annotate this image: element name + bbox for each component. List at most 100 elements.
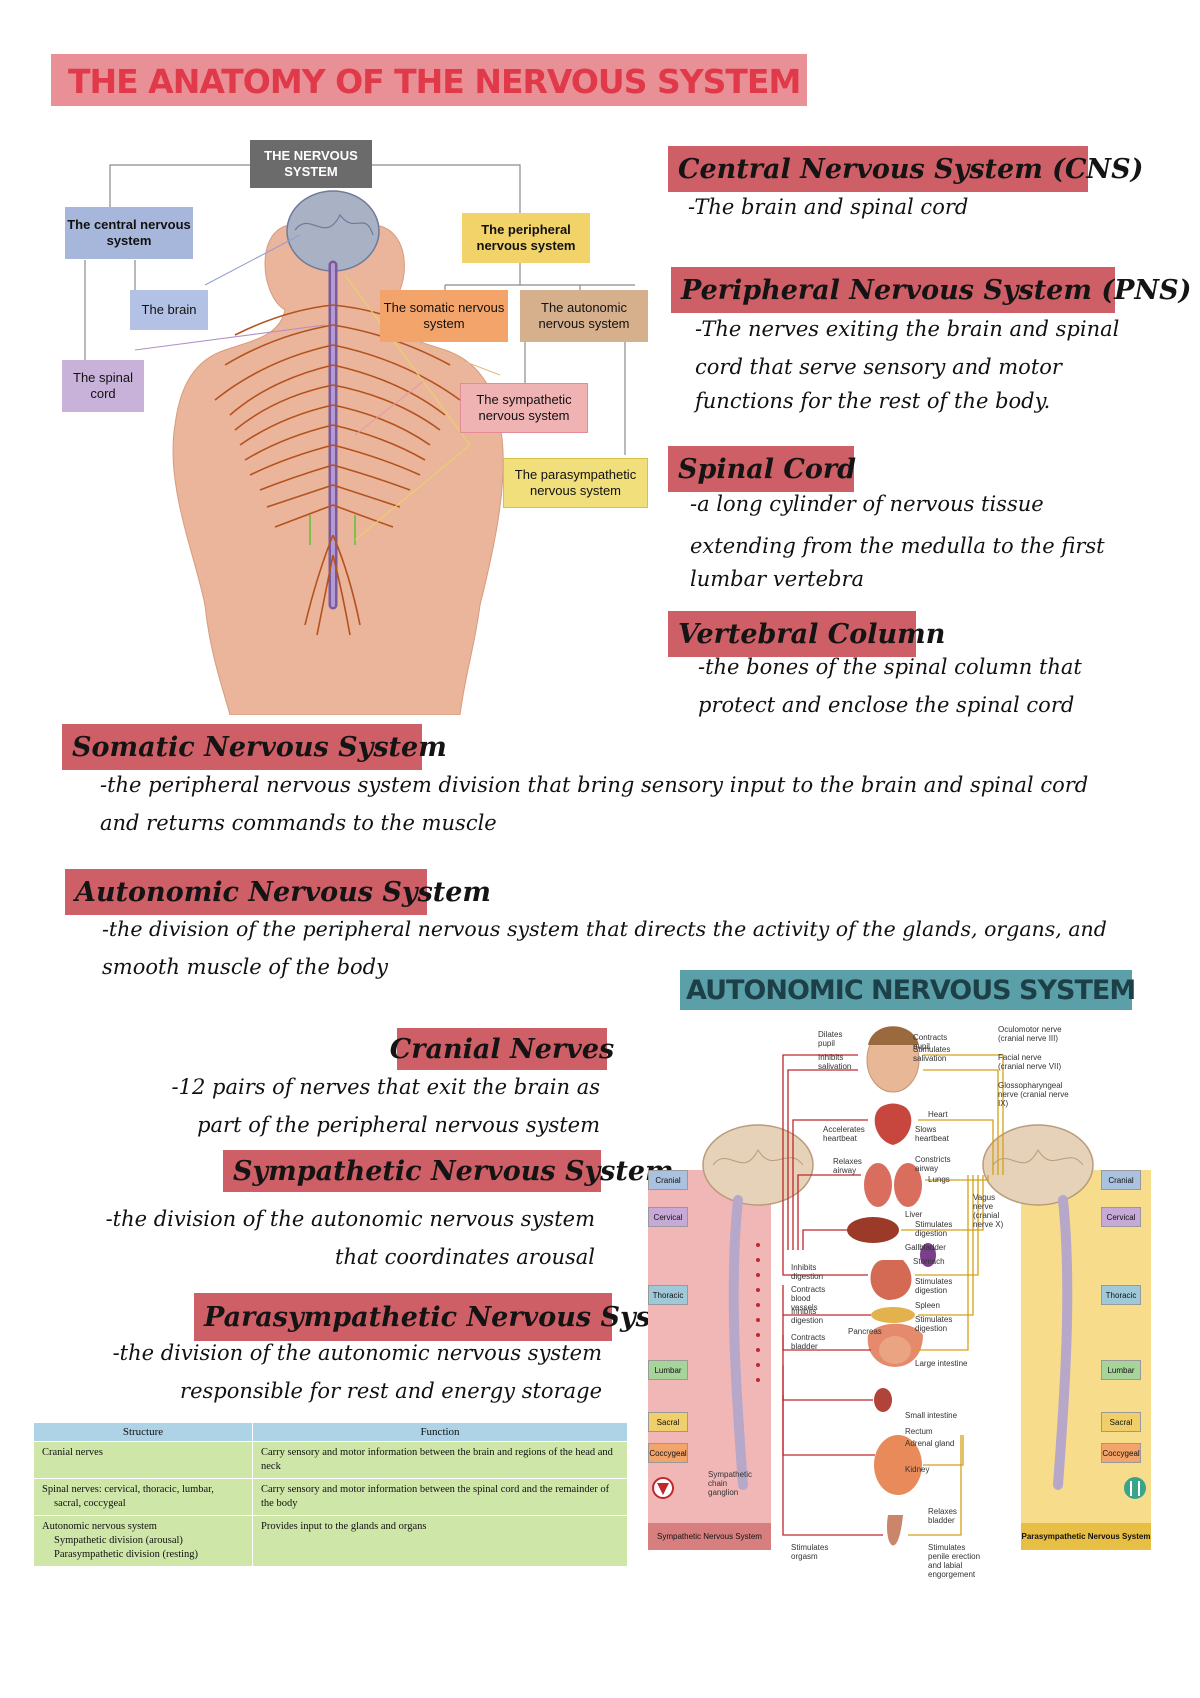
structure-line: Parasympathetic division (resting) [54,1549,199,1560]
ans-label: Stimulates digestion [915,1220,953,1238]
organ-label: Spleen [915,1301,940,1310]
table-row: Spinal nerves: cervical, thoracic, lumba… [33,1478,628,1516]
heading-vertebral-column: Vertebral Column [668,611,945,657]
tag-right-coccygeal: Coccygeal [1101,1443,1141,1463]
ans-label: Dilates pupil [818,1030,843,1048]
organ-label: Large intestine [915,1359,968,1368]
def-spinal-line-1: -a long cylinder of nervous tissue [690,492,1044,516]
structure-function-table: Structure Function Cranial nerves Carry … [33,1422,628,1567]
heading-pns: Peripheral Nervous System (PNS) [671,267,1191,313]
organ-label: Liver [905,1210,923,1219]
tag-left-thoracic: Thoracic [648,1285,688,1305]
def-vertebral-line-2: protect and enclose the spinal cord [698,693,1075,717]
tag-right-lumbar: Lumbar [1101,1360,1141,1380]
diagram-pns: The peripheral nervous system [462,213,590,263]
structure-line: Spinal nerves: cervical, thoracic, lumba… [42,1484,214,1495]
structure-line: sacral, coccygeal [54,1498,126,1509]
organ-label: Pancreas [848,1327,882,1336]
diagram-sympathetic: The sympathetic nervous system [460,383,588,433]
tag-right-cranial: Cranial [1101,1170,1141,1190]
ans-label: Stimulates orgasm [791,1543,829,1561]
def-pns-line-3: functions for the rest of the body. [695,389,1051,413]
ans-label: Slows heartbeat [915,1125,949,1143]
def-autonomic-line-2: smooth muscle of the body [102,955,388,979]
def-autonomic-line-1: -the division of the peripheral nervous … [102,917,1107,941]
ans-graphics [652,1026,1146,1546]
heading-parasympathetic: Parasympathetic Nervous System [194,1293,709,1341]
ans-label: Stimulates penile erection and labial en… [928,1543,981,1579]
ans-label: Inhibits digestion [791,1307,824,1325]
table-cell-function: Carry sensory and motor information betw… [252,1441,628,1479]
heading-cranial: Cranial Nerves [390,1028,614,1070]
diagram-cns: The central nervous system [65,207,193,259]
page-title: THE ANATOMY OF THE NERVOUS SYSTEM [68,62,801,101]
tag-right-sacral: Sacral [1101,1412,1141,1432]
nervous-system-diagram: THE NERVOUS SYSTEM The central nervous s… [55,135,655,715]
ans-title-banner [680,970,1132,1010]
diagram-root: THE NERVOUS SYSTEM [250,140,372,188]
organ-label: Small intestine [905,1411,958,1420]
def-spinal-line-3: lumbar vertebra [690,567,865,591]
def-parasympathetic-line-2: responsible for rest and energy storage [180,1379,602,1403]
diagram-autonomic: The autonomic nervous system [520,290,648,342]
title-banner [51,54,807,106]
tag-left-sacral: Sacral [648,1412,688,1432]
tag-right-cervical: Cervical [1101,1207,1141,1227]
table-row: Autonomic nervous system Sympathetic div… [33,1515,628,1567]
ans-title: AUTONOMIC NERVOUS SYSTEM [686,975,1136,1006]
organ-label: Gallbladder [905,1243,946,1252]
table-cell-function: Carry sensory and motor information betw… [252,1478,628,1516]
nerve-label: Vagus nerve (cranial nerve X) [973,1193,1004,1229]
diagram-spinal-cord: The spinal cord [62,360,144,412]
sympathetic-warning-icon [652,1477,674,1499]
ans-label: Constricts airway [915,1155,951,1173]
organ-label: Kidney [905,1465,930,1474]
table-header-structure: Structure [33,1422,253,1442]
nerve-label: Facial nerve (cranial nerve VII) [998,1053,1062,1071]
diagram-somatic: The somatic nervous system [380,290,508,342]
nerve-label: Glossopharyngeal nerve (cranial nerve IX… [998,1081,1069,1108]
def-spinal-line-2: extending from the medulla to the first [690,534,1105,558]
parasympathetic-footer: Parasympathetic Nervous System [1021,1523,1151,1550]
tag-left-cranial: Cranial [648,1170,688,1190]
heading-somatic: Somatic Nervous System [62,724,447,770]
heading-cns: Central Nervous System (CNS) [668,146,1143,192]
tag-left-lumbar: Lumbar [648,1360,688,1380]
def-sympathetic-line-2: that coordinates arousal [335,1245,595,1269]
def-cranial-line-2: part of the peripheral nervous system [197,1113,600,1137]
organ-label: Rectum [905,1427,933,1436]
def-somatic-line-2: and returns commands to the muscle [100,811,497,835]
organ-label: Adrenal gland [905,1439,955,1448]
heading-autonomic: Autonomic Nervous System [65,869,491,915]
organ-label: Heart [928,1110,948,1119]
ans-label: Contracts blood vessels [791,1285,826,1312]
def-vertebral-line-1: -the bones of the spinal column that [698,655,1082,679]
structure-line: Autonomic nervous system [42,1521,157,1532]
table-cell-structure: Spinal nerves: cervical, thoracic, lumba… [33,1478,253,1516]
ans-label: Relaxes airway [833,1157,862,1175]
table-cell-function: Provides input to the glands and organs [252,1515,628,1567]
table-row: Cranial nerves Carry sensory and motor i… [33,1441,628,1479]
table-header-function: Function [252,1422,628,1442]
organ-label: Lungs [928,1175,950,1184]
ans-label: Accelerates heartbeat [823,1125,865,1143]
ans-label: Inhibits salivation [818,1053,852,1071]
ans-label: Stimulates salivation [913,1045,951,1063]
ans-label: Relaxes bladder [928,1507,957,1525]
parasympathetic-fork-icon [1124,1477,1146,1499]
ans-label: Sympathetic chain ganglion [708,1470,753,1497]
ans-label: Contracts pupil [913,1033,948,1051]
def-cranial-line-1: -12 pairs of nerves that exit the brain … [171,1075,600,1099]
tag-right-thoracic: Thoracic [1101,1285,1141,1305]
ans-label: Stimulates digestion [915,1277,953,1295]
ans-label: Stimulates digestion [915,1315,953,1333]
organ-label: Stomach [913,1257,945,1266]
ans-label: Contracts bladder [791,1333,826,1351]
def-pns-line-2: cord that serve sensory and motor [695,355,1062,379]
diagram-brain: The brain [130,290,208,330]
table-cell-structure: Autonomic nervous system Sympathetic div… [33,1515,253,1567]
def-parasympathetic-line-1: -the division of the autonomic nervous s… [112,1341,602,1365]
nerve-label: Oculomotor nerve (cranial nerve III) [998,1025,1062,1043]
sympathetic-footer: Sympathetic Nervous System [648,1523,771,1550]
tag-left-cervical: Cervical [648,1207,688,1227]
